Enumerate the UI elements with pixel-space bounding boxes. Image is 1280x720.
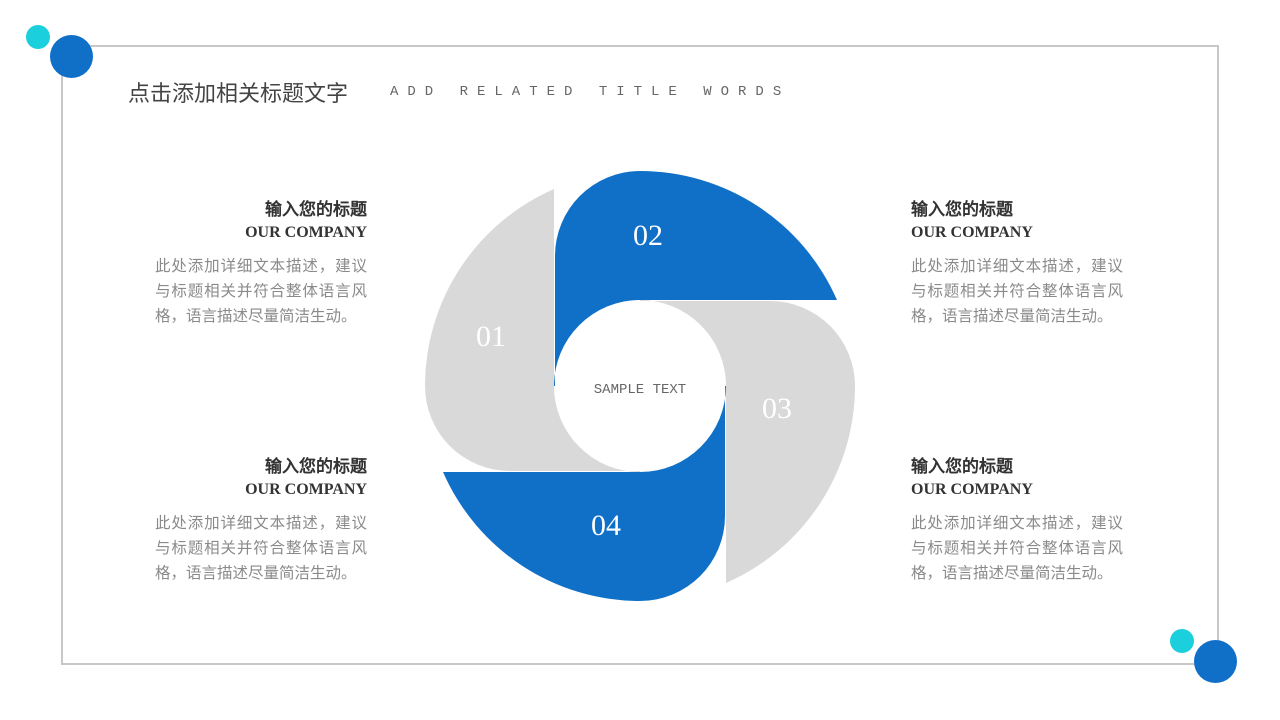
text-block-top-right: 输入您的标题 OUR COMPANY 此处添加详细文本描述，建议与标题相关并符合… (911, 198, 1123, 329)
decor-dot-blue-bottom (1194, 640, 1237, 683)
block-subtitle: OUR COMPANY (911, 481, 1033, 498)
text-block-top-left: 输入您的标题 OUR COMPANY 此处添加详细文本描述，建议与标题相关并符合… (155, 198, 367, 329)
decor-dot-cyan-bottom (1170, 629, 1194, 653)
block-subtitle: OUR COMPANY (245, 481, 367, 498)
block-subtitle: OUR COMPANY (911, 224, 1033, 241)
slide-frame (61, 45, 1219, 665)
text-block-bottom-right: 输入您的标题 OUR COMPANY 此处添加详细文本描述，建议与标题相关并符合… (911, 455, 1123, 586)
block-title: 输入您的标题 (911, 457, 1013, 477)
segment-label-04: 04 (591, 509, 621, 542)
page-subtitle: ADD RELATED TITLE WORDS (390, 84, 791, 100)
segment-label-02: 02 (633, 219, 663, 252)
block-body: 此处添加详细文本描述，建议与标题相关并符合整体语言风格，语言描述尽量简洁生动。 (155, 257, 367, 325)
block-body: 此处添加详细文本描述，建议与标题相关并符合整体语言风格，语言描述尽量简洁生动。 (911, 514, 1123, 582)
block-body: 此处添加详细文本描述，建议与标题相关并符合整体语言风格，语言描述尽量简洁生动。 (155, 514, 367, 582)
block-title: 输入您的标题 (265, 200, 367, 220)
decor-dot-blue-top (50, 35, 93, 78)
center-text: SAMPLE TEXT (594, 382, 686, 398)
page-title: 点击添加相关标题文字 (128, 82, 349, 107)
segment-label-01: 01 (476, 320, 506, 353)
block-subtitle: OUR COMPANY (245, 224, 367, 241)
block-title: 输入您的标题 (265, 457, 367, 477)
segment-label-03: 03 (762, 392, 792, 425)
text-block-bottom-left: 输入您的标题 OUR COMPANY 此处添加详细文本描述，建议与标题相关并符合… (155, 455, 367, 586)
decor-dot-cyan-top (26, 25, 50, 49)
block-title: 输入您的标题 (911, 200, 1013, 220)
block-body: 此处添加详细文本描述，建议与标题相关并符合整体语言风格，语言描述尽量简洁生动。 (911, 257, 1123, 325)
